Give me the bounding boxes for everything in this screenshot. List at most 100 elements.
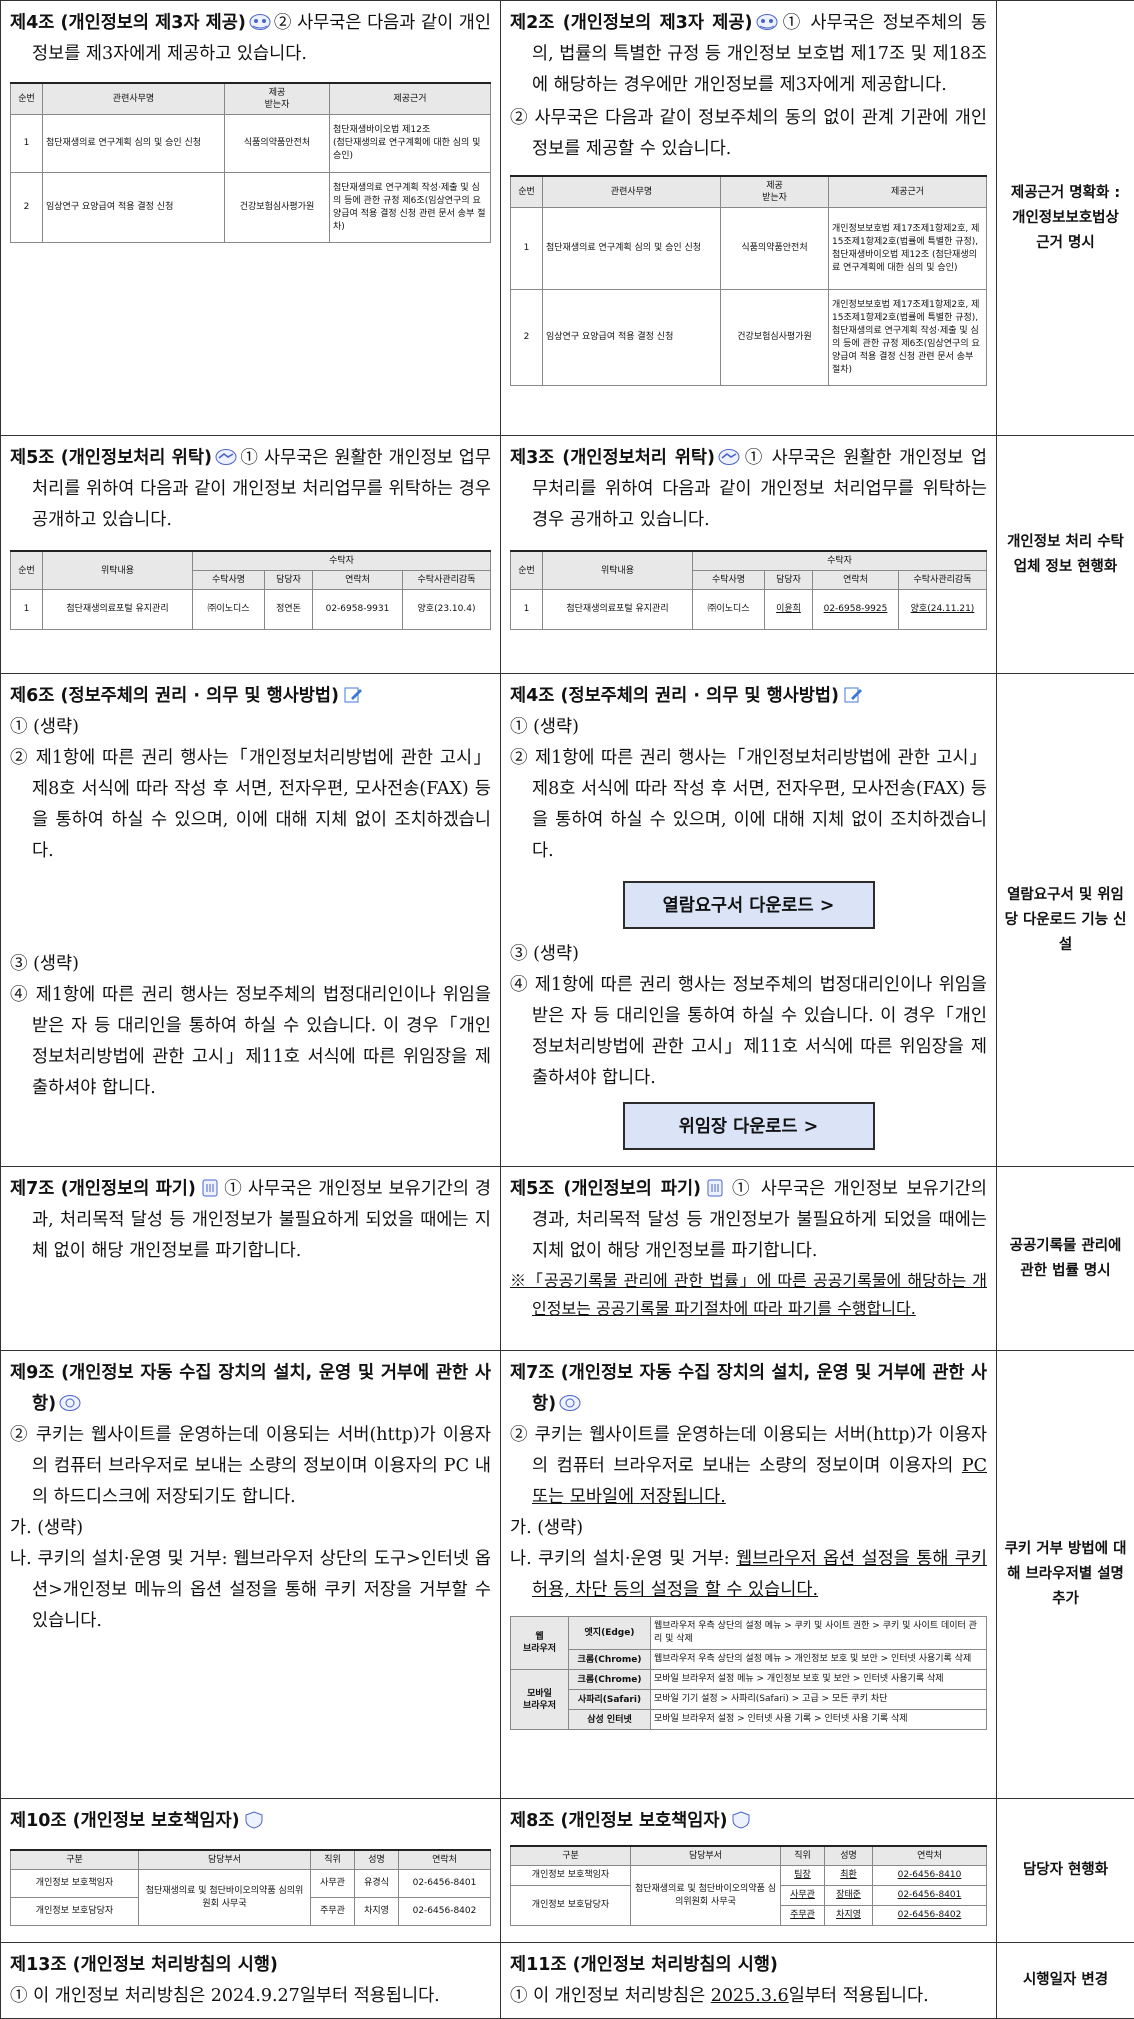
table-cell: 개인정보 보호담당자 [511, 1886, 631, 1926]
article-paragraph: ④ 제1항에 따른 권리 행사는 정보주체의 법정대리인이나 위임을 받은 자 … [510, 970, 987, 1094]
provision-table: 순번 관련사무명 제공 받는자 제공근거 1 첨단재생의료 연구계획 심의 및 … [510, 175, 987, 386]
cookie-icon [559, 1394, 581, 1412]
article-text: ① 이 개인정보 처리방침은 [510, 1986, 711, 2006]
col-header: 수탁사명 [193, 571, 265, 590]
old-article: 제13조 (개인정보 처리방침의 시행) ① 이 개인정보 처리방침은 2024… [1, 1943, 501, 2019]
table-cell: 1 [11, 590, 43, 630]
article-paragraph: ② 사무국은 다음과 같이 정보주체의 동의 없이 관계 기관에 개인정보를 제… [510, 103, 987, 165]
article-text: 일부터 적용됩니다. [789, 1986, 929, 2006]
col-header: 성명 [825, 1846, 873, 1866]
col-header: 담당부서 [631, 1846, 781, 1866]
power-of-attorney-download-button[interactable]: 위임장 다운로드 > [623, 1102, 875, 1150]
article-heading: 제6조 (정보주체의 권리 · 의무 및 행사방법) [10, 686, 339, 706]
table-cell: 02-6456-8402 [873, 1906, 987, 1926]
table-cell: 02-6456-8401 [399, 1870, 491, 1898]
share-icon [249, 13, 271, 31]
col-header: 담당부서 [139, 1850, 311, 1870]
officer-table: 구분 담당부서 직위 성명 연락처 개인정보 보호책임자 첨단재생의료 및 첨단… [10, 1849, 491, 1926]
row-enforcement: 제13조 (개인정보 처리방침의 시행) ① 이 개인정보 처리방침은 2024… [1, 1943, 1134, 2019]
browser-name: 크롬(Chrome) [569, 1650, 651, 1670]
article-heading: 제7조 (개인정보의 파기) [10, 1179, 196, 1199]
col-header: 담당자 [265, 571, 313, 590]
article-text: ② 쿠키는 웹사이트를 운영하는데 이용되는 서버(http)가 이용자의 컴퓨… [510, 1425, 987, 1476]
article-paragraph: 나. 쿠키의 설치·운영 및 거부: 웹브라우저 상단의 도구>인터넷 옵션>개… [10, 1544, 491, 1637]
edit-icon [842, 686, 864, 704]
col-header: 제공 받는자 [225, 83, 330, 115]
col-header: 수탁사관리감독 [899, 571, 987, 590]
new-article: 제5조 (개인정보의 파기)① 사무국은 개인정보 보유기간의 경과, 처리목적… [501, 1167, 997, 1351]
change-note: 공공기록물 관리에 관한 법률 명시 [997, 1167, 1134, 1351]
col-header: 위탁내용 [543, 551, 693, 590]
table-cell: 건강보험심사평가원 [721, 290, 829, 386]
article-paragraph: ③ (생략) [10, 949, 491, 980]
table-row: 1 첨단재생의료 연구계획 심의 및 승인 신청 식품의약품안전처 개인정보보호… [511, 208, 987, 290]
table-cell: 개인정보 보호담당자 [11, 1898, 139, 1926]
table-cell: 개인정보 보호책임자 [11, 1870, 139, 1898]
table-row: 크롬(Chrome)웹브라우저 우측 상단의 설정 메뉴 > 개인정보 보호 및… [511, 1650, 987, 1670]
table-cell: 임상연구 요양급여 적용 결정 신청 [43, 173, 225, 243]
browser-path: 웹브라우저 우측 상단의 설정 메뉴 > 개인정보 보호 및 보안 > 인터넷 … [651, 1650, 987, 1670]
browser-name: 엣지(Edge) [569, 1617, 651, 1650]
table-cell: 개인정보 보호책임자 [511, 1866, 631, 1886]
browser-path: 웹브라우저 우측 상단의 설정 메뉴 > 쿠키 및 사이트 권한 > 쿠키 및 … [651, 1617, 987, 1650]
old-article: 제10조 (개인정보 보호책임자) 구분 담당부서 직위 성명 연락처 개인정보… [1, 1799, 501, 1943]
table-cell: 팀장 [781, 1866, 825, 1886]
new-article: 제7조 (개인정보 자동 수집 장치의 설치, 운영 및 거부에 관한 사항) … [501, 1351, 997, 1799]
cookie-icon [59, 1394, 81, 1412]
table-cell: 첨단재생의료 연구계획 심의 및 승인 신청 [43, 115, 225, 173]
table-cell: 사무관 [311, 1870, 355, 1898]
share-icon [756, 13, 778, 31]
article-heading: 제2조 (개인정보의 제3자 제공) [510, 13, 753, 33]
col-header: 순번 [511, 551, 543, 590]
officer-table: 구분 담당부서 직위 성명 연락처 개인정보 보호책임자 첨단재생의료 및 첨단… [510, 1845, 987, 1926]
article-paragraph: ① (생략) [510, 712, 987, 743]
article-text: 나. 쿠키의 설치·운영 및 거부: [510, 1549, 736, 1569]
col-header: 수탁사관리감독 [403, 571, 491, 590]
table-cell: 개인정보보호법 제17조제1항제2호, 제15조제1항제2호(법률에 특별한 규… [829, 208, 987, 290]
old-article: 제9조 (개인정보 자동 수집 장치의 설치, 운영 및 거부에 관한 사항) … [1, 1351, 501, 1799]
col-header: 제공근거 [330, 83, 491, 115]
article-heading: 제4조 (정보주체의 권리 · 의무 및 행사방법) [510, 686, 839, 706]
col-header: 관련사무명 [543, 176, 721, 208]
shredder-icon [704, 1179, 726, 1197]
col-header: 연락처 [873, 1846, 987, 1866]
effective-date: 2025.3.6 [711, 1986, 789, 2006]
row-cookies: 제9조 (개인정보 자동 수집 장치의 설치, 운영 및 거부에 관한 사항) … [1, 1351, 1134, 1799]
col-header: 수탁자 [193, 551, 491, 571]
table-row: 1 첨단재생의료포털 유지관리 ㈜이노디스 정연돈 02-6958-9931 양… [11, 590, 491, 630]
browser-name: 사파리(Safari) [569, 1690, 651, 1710]
article-heading: 제5조 (개인정보의 파기) [510, 1179, 701, 1199]
old-article: 제4조 (개인정보의 제3자 제공)② 사무국은 다음과 같이 개인정보를 제3… [1, 1, 501, 436]
table-cell: 건강보험심사평가원 [225, 173, 330, 243]
browser-path: 모바일 기기 설정 > 사파리(Safari) > 고급 > 모든 쿠키 차단 [651, 1690, 987, 1710]
table-cell: 유경식 [355, 1870, 399, 1898]
col-header: 구분 [11, 1850, 139, 1870]
table-cell: 첨단재생바이오법 제12조 (첨단재생의료 연구계획에 대한 심의 및 승인) [330, 115, 491, 173]
col-header: 제공근거 [829, 176, 987, 208]
article-paragraph: ① 이 개인정보 처리방침은 2024.9.27일부터 적용됩니다. [10, 1981, 491, 2012]
browser-group: 모바일 브라우저 [511, 1670, 569, 1730]
change-note: 제공근거 명확화 : 개인정보보호법상 근거 명시 [997, 1, 1134, 436]
change-note: 시행일자 변경 [997, 1943, 1134, 2019]
table-cell: 첨단재생의료포털 유지관리 [43, 590, 193, 630]
browser-path: 모바일 브라우저 설정 메뉴 > 개인정보 보호 및 보안 > 인터넷 사용기록… [651, 1670, 987, 1690]
table-cell: 첨단재생의료 및 첨단바이오의약품 심의위원회 사무국 [139, 1870, 311, 1926]
col-header: 순번 [11, 83, 43, 115]
article-heading: 제10조 (개인정보 보호책임자) [10, 1811, 240, 1831]
access-request-download-button[interactable]: 열람요구서 다운로드 > [623, 881, 875, 929]
change-note: 개인정보 처리 수탁업체 정보 현행화 [997, 436, 1134, 674]
article-paragraph: ② 제1항에 따른 권리 행사는「개인정보처리방법에 관한 고시」제8호 서식에… [10, 743, 491, 867]
table-cell: 첨단재생의료포털 유지관리 [543, 590, 693, 630]
table-cell: 양호(23.10.4) [403, 590, 491, 630]
col-header: 수탁사명 [693, 571, 765, 590]
table-cell: 차지영 [355, 1898, 399, 1926]
article-paragraph: ① (생략) [10, 712, 491, 743]
col-header: 제공 받는자 [721, 176, 829, 208]
table-cell: 이윤희 [765, 590, 813, 630]
new-article: 제8조 (개인정보 보호책임자) 구분 담당부서 직위 성명 연락처 개인정보 … [501, 1799, 997, 1943]
col-header: 담당자 [765, 571, 813, 590]
article-paragraph: 가. (생략) [510, 1513, 987, 1544]
browser-name: 삼성 인터넷 [569, 1710, 651, 1730]
edit-icon [342, 686, 364, 704]
